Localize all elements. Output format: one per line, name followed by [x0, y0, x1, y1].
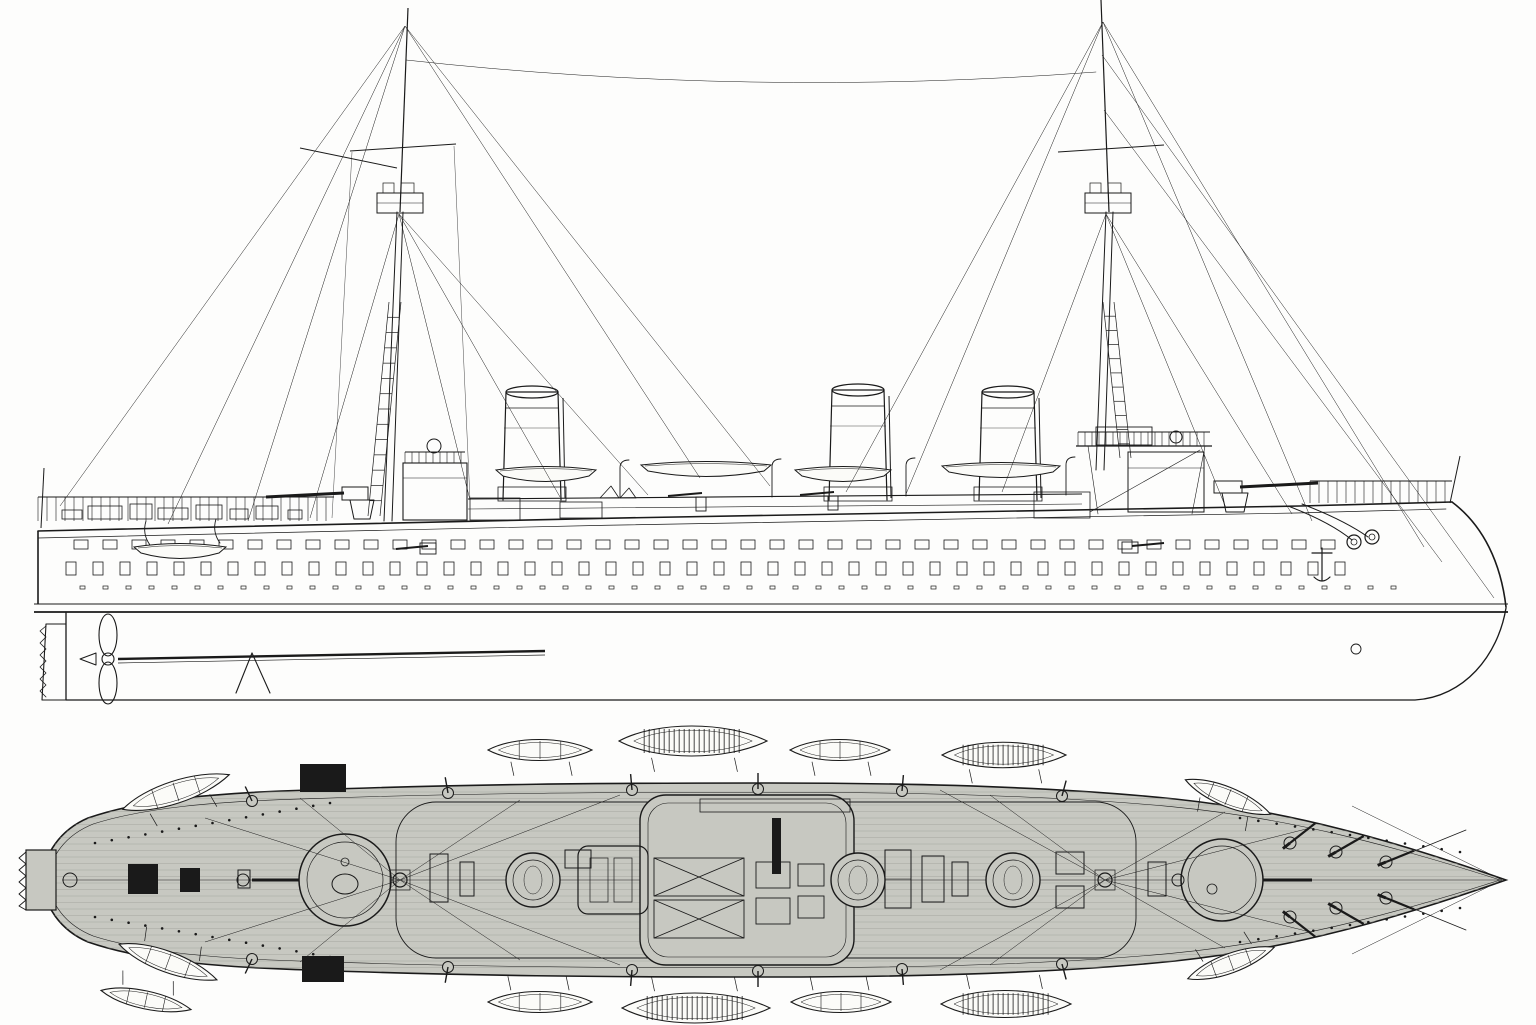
plan-boats: [99, 725, 1276, 1024]
funnels: [497, 383, 1043, 502]
hull-profile: [34, 501, 1508, 701]
plan-rigging: [204, 789, 1311, 971]
deck-guns: [265, 480, 1319, 555]
hull-gun-ports: [65, 539, 1397, 590]
foremast-and-rigging: [845, 0, 1495, 599]
plan-hatches-and-fittings: [128, 764, 1167, 982]
plan-turrets-and-funnels: [236, 833, 1312, 927]
boat-deck: [467, 456, 1083, 510]
mainmast-and-rigging: [59, 7, 1097, 525]
aft-deckhouse: [402, 438, 603, 521]
deck-plan-view: [18, 725, 1509, 1024]
plan-midship-deckhouse: [639, 794, 855, 966]
plan-edge-guns: [244, 773, 1068, 987]
propeller-and-shaft: [79, 613, 546, 705]
side-profile-view: [34, 0, 1508, 705]
plan-railing-dots: [93, 801, 1462, 959]
anchor-gear: [1287, 455, 1461, 582]
bridge-structure: [1033, 426, 1212, 519]
stern-deck-fittings: [37, 467, 1452, 529]
plan-bow-guns: [1281, 805, 1503, 955]
ships-boats-side: [132, 461, 1062, 559]
